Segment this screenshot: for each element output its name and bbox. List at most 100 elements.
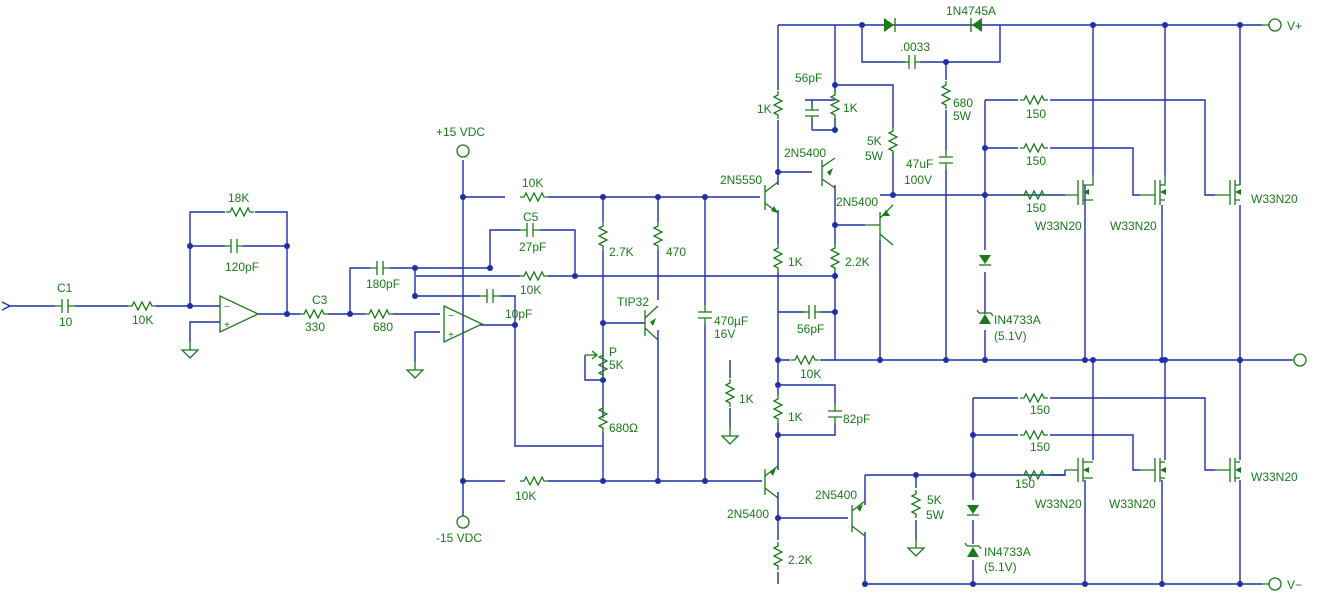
label-2k7: 2.7K: [609, 245, 634, 259]
ground-symbol-1: [181, 341, 199, 359]
label-2n5400-c: 2N5400: [727, 507, 769, 521]
transistor-2n5400-d: [851, 500, 866, 537]
transistor-2n5400-b: [865, 204, 894, 246]
label-680-5w-w: 5W: [953, 109, 972, 123]
label-mosfet-3: W33N20: [1251, 192, 1298, 206]
label-2n5400-d: 2N5400: [815, 488, 857, 502]
zener-1n4745a: [970, 18, 982, 32]
label-2k2-a: 2.2K: [845, 255, 870, 269]
resistor-2k2-a: [830, 243, 840, 273]
capacitor-0033: [901, 54, 923, 70]
mosfet-w33n20-4: [1065, 458, 1093, 482]
label-47uf-v: 100V: [904, 173, 932, 187]
label-1k-a: 1K: [757, 102, 772, 116]
svg-text:+: +: [448, 330, 454, 341]
diode-z1-series: [979, 255, 991, 266]
label-1k-c: 1K: [843, 101, 858, 115]
transistor-2n5400-c: [764, 465, 779, 499]
terminal-output: [1293, 353, 1307, 367]
label-c1: C1: [57, 281, 73, 295]
label-10pf: 10pF: [505, 307, 532, 321]
terminal-vplus: [1268, 18, 1282, 32]
resistor-680-5w: [941, 80, 951, 110]
label-5k-b: 5K: [927, 493, 942, 507]
label-vminus: V−: [1287, 578, 1302, 592]
labels: C1 10 10K 18K 120pF C3 330 680 180pF C5 …: [57, 4, 1302, 592]
label-2n5550: 2N5550: [720, 173, 762, 187]
label-10k-bottom: 10K: [515, 489, 536, 503]
label-tip32: TIP32: [617, 295, 649, 309]
label-330: 330: [305, 320, 325, 334]
resistor-1k-d: [725, 378, 735, 408]
label-pot-p: P: [609, 345, 617, 359]
label-180pf: 180pF: [366, 277, 400, 291]
resistor-470: [653, 221, 663, 251]
capacitor-120pf: [223, 238, 245, 254]
capacitor-56pf-b: [801, 304, 823, 320]
resistor-10k-mid: [790, 355, 820, 365]
resistor-10k-top: [519, 192, 549, 202]
ground-symbol-4: [907, 539, 925, 557]
capacitor-470uf: [697, 304, 713, 326]
transistor-tip32: [644, 305, 659, 341]
terminal-minus15: [456, 515, 470, 529]
label-2k2-b: 2.2K: [788, 553, 813, 567]
label-680-5w: 680: [953, 96, 973, 110]
label-470uf: 470µF: [714, 314, 748, 328]
ground-symbol-2: [406, 361, 424, 379]
resistor-1k-a: [773, 90, 783, 120]
label-56pf-b: 56pF: [797, 322, 824, 336]
label-c1-value: 10: [59, 315, 73, 329]
capacitor-10pf: [479, 288, 501, 304]
label-470uf-v: 16V: [714, 327, 735, 341]
label-10k-mid: 10K: [800, 367, 821, 381]
label-1n4745a: 1N4745A: [946, 4, 996, 18]
diode-z2-series: [967, 505, 979, 516]
capacitor-c5: [519, 222, 541, 238]
opamp-2: − +: [443, 304, 484, 344]
label-plus15: +15 VDC: [436, 125, 485, 139]
label-120pf: 120pF: [225, 260, 259, 274]
zener-in4733a-1: [976, 309, 994, 324]
label-mosfet-6: W33N20: [1251, 470, 1298, 484]
label-150-6: 150: [1015, 477, 1035, 491]
svg-text:+: +: [224, 320, 230, 331]
resistor-2k7: [598, 221, 608, 251]
label-1k-b: 1K: [788, 255, 803, 269]
label-5w-b: 5W: [926, 508, 945, 522]
label-5w-a: 5W: [865, 149, 884, 163]
capacitor-c1: [54, 298, 76, 314]
resistor-10k-input: [127, 301, 157, 311]
mosfet-w33n20-5: [1140, 458, 1166, 482]
terminal-vminus: [1268, 577, 1282, 591]
label-mosfet-2: W33N20: [1110, 219, 1157, 233]
label-0033: .0033: [900, 40, 930, 54]
label-150-4: 150: [1030, 403, 1050, 417]
label-150-2: 150: [1026, 154, 1046, 168]
resistor-1k-e: [773, 394, 783, 424]
label-zener-2: IN4733A: [984, 545, 1031, 559]
resistor-150-5: [1019, 430, 1049, 440]
potentiometer-p: [585, 350, 608, 380]
resistor-150-1: [1019, 95, 1049, 105]
terminal-plus15: [456, 144, 470, 158]
resistor-330: [299, 309, 329, 319]
resistor-5k-5w-b: [911, 489, 921, 519]
label-56pf-a: 56pF: [795, 71, 822, 85]
components: − + − +: [54, 18, 1307, 591]
resistor-10k-bottom: [519, 476, 549, 486]
label-pot-5k: 5K: [609, 358, 624, 372]
mosfet-w33n20-6: [1215, 458, 1241, 482]
label-zener-2-v: (5.1V): [984, 560, 1017, 574]
resistor-150-4: [1019, 393, 1049, 403]
junction-dots: [187, 22, 1243, 587]
label-c5: C5: [523, 210, 539, 224]
label-10k-top: 10K: [522, 176, 543, 190]
label-5k-a: 5K: [867, 134, 882, 148]
label-18k: 18K: [228, 191, 249, 205]
label-1k-d: 1K: [739, 392, 754, 406]
label-470: 470: [666, 245, 686, 259]
resistor-150-2: [1019, 143, 1049, 153]
label-1k-e: 1K: [788, 410, 803, 424]
